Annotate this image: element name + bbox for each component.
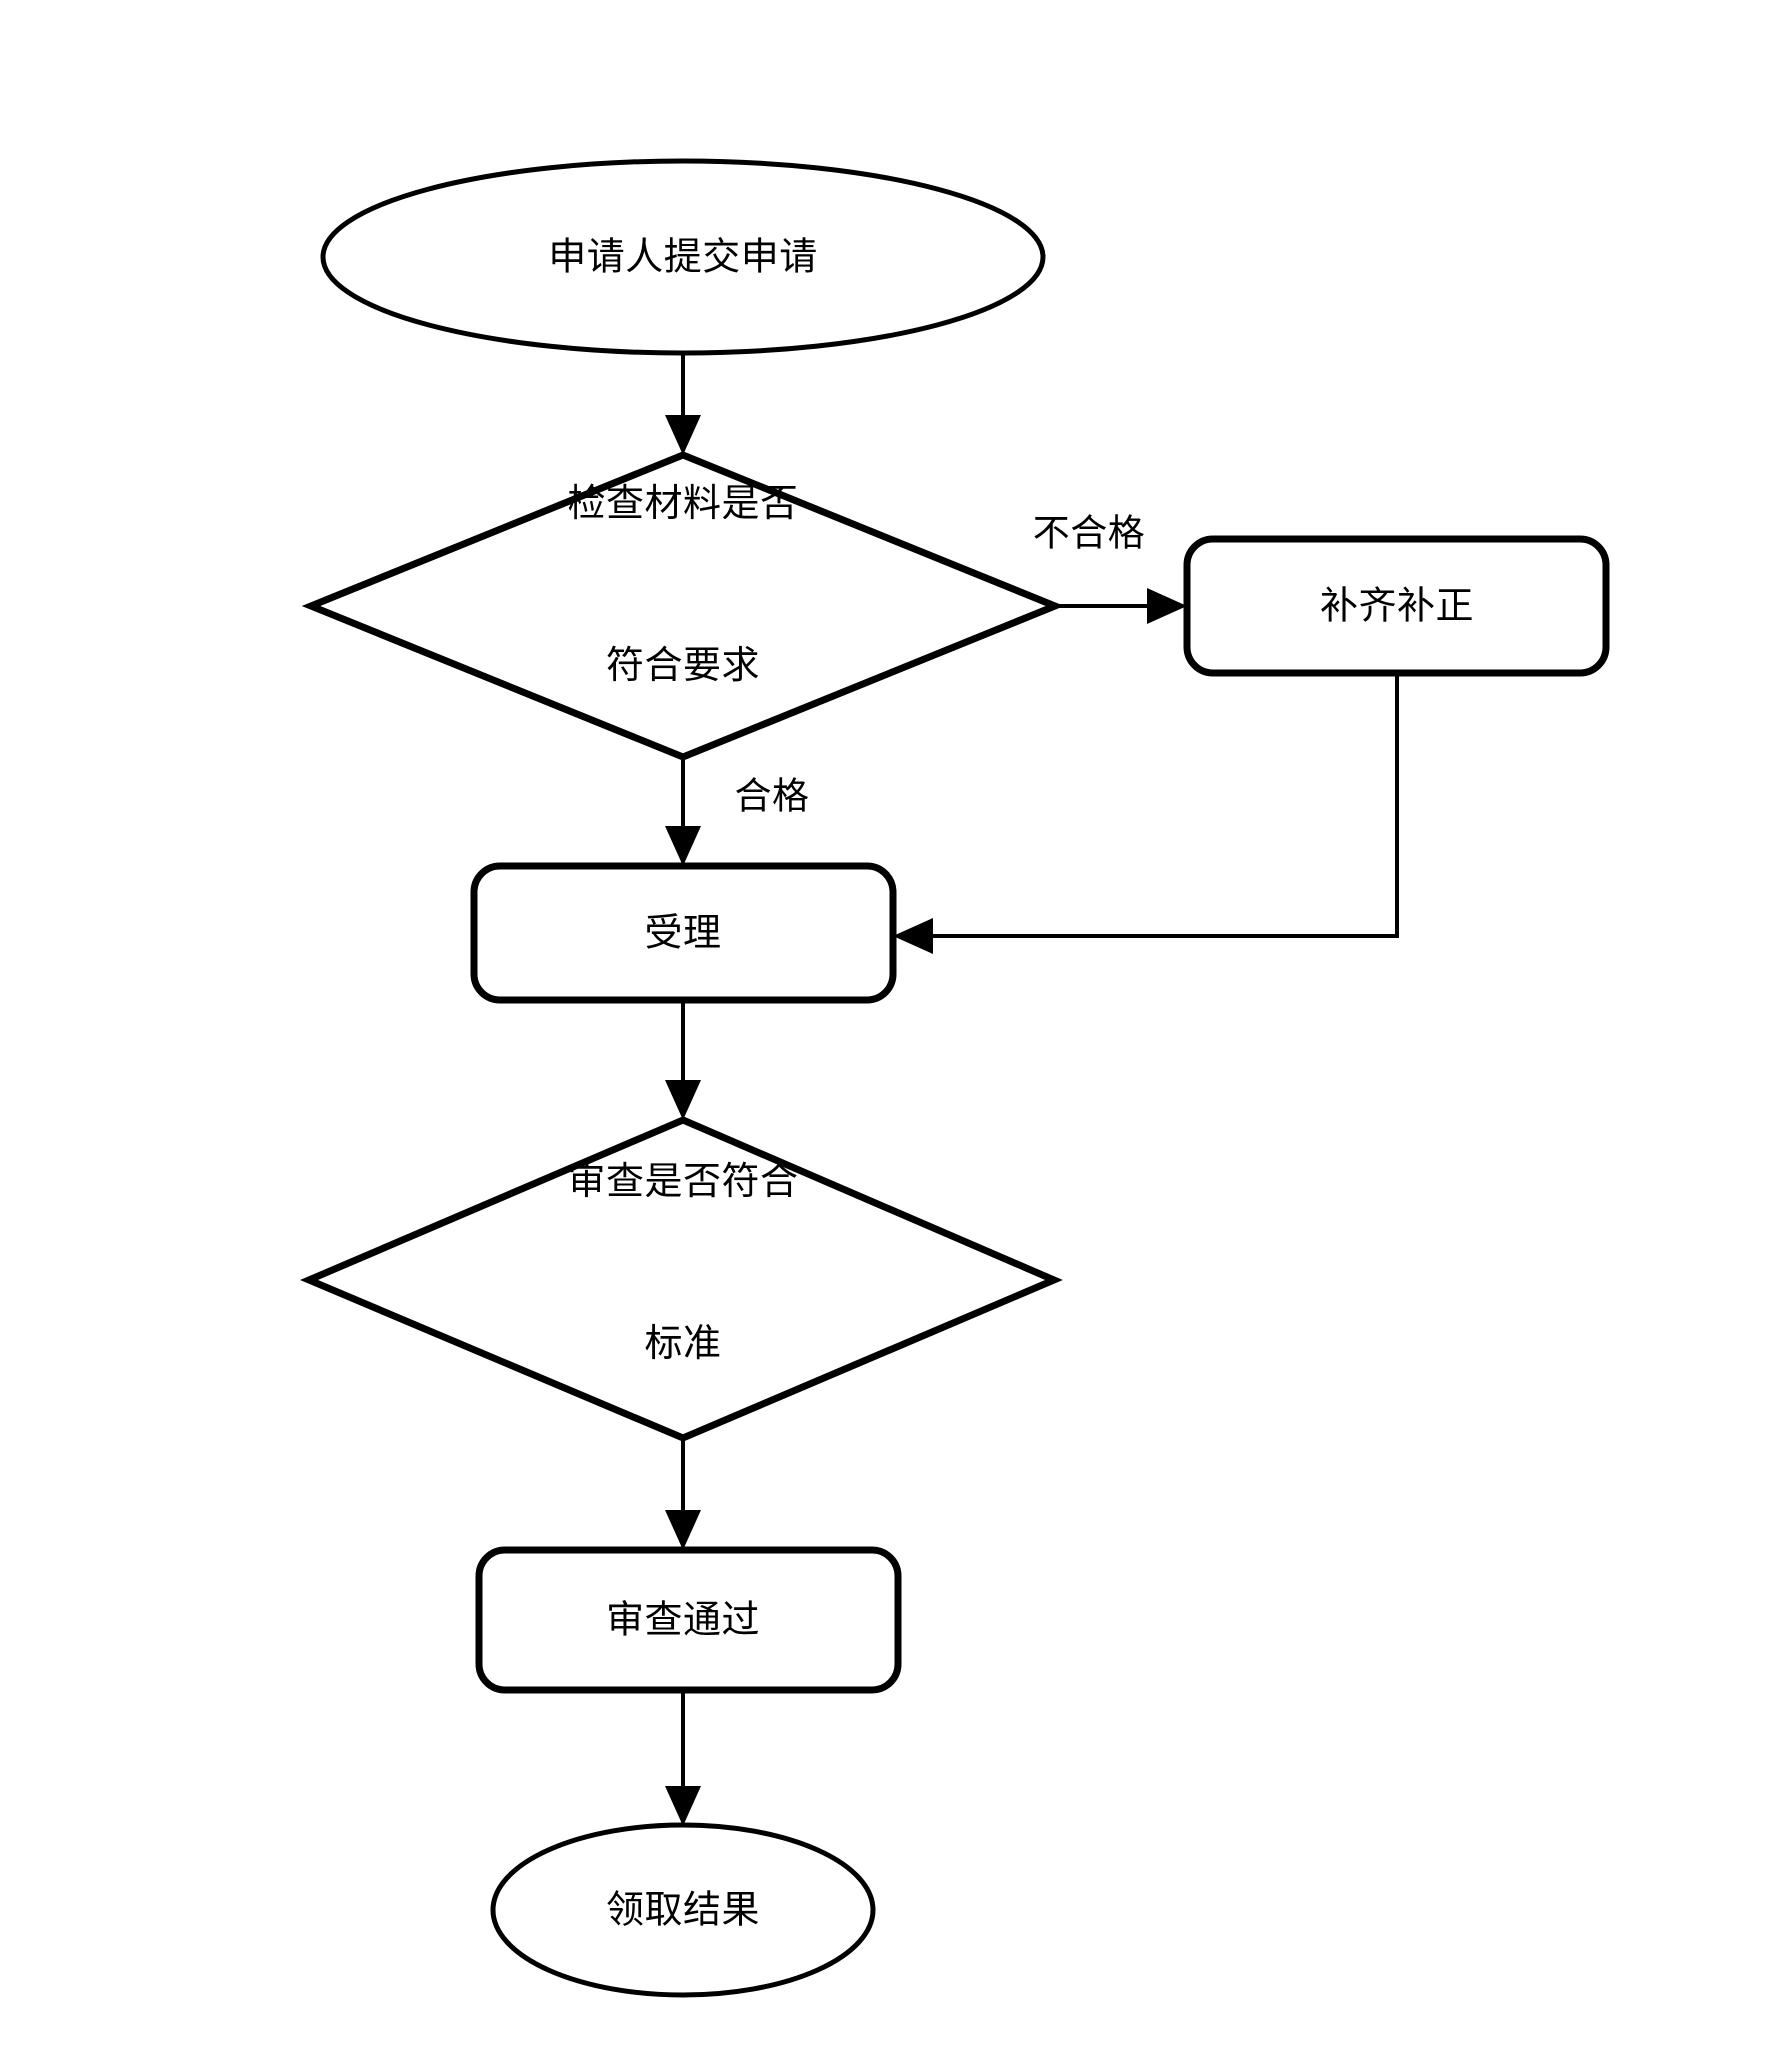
edge-check-to-supplement — [1055, 588, 1187, 624]
node-label-accept: 受理 — [644, 910, 722, 955]
edge-accept-to-review — [665, 1000, 701, 1120]
node-shape-review-passed[interactable] — [475, 1546, 902, 1694]
node-label-check-materials-line2: 符合要求 — [605, 642, 761, 687]
node-label-review-passed: 审查通过 — [605, 1597, 761, 1642]
edge-start-to-check — [665, 353, 701, 455]
node-label-start: 申请人提交申请 — [548, 234, 818, 279]
edge-supplement-to-accept — [893, 673, 1399, 954]
node-label-check-materials-line1: 检查材料是否 — [567, 481, 799, 526]
node-label-collect-result: 领取结果 — [605, 1887, 761, 1932]
node-label-review-standard-line2: 标准 — [644, 1320, 722, 1365]
node-label-review-standard-line1: 审查是否符合 — [567, 1159, 799, 1204]
edge-passed-to-collect — [665, 1690, 701, 1826]
edge-label-not-qualified: 不合格 — [1032, 511, 1146, 555]
node-label-review-standard: 审查是否符合 标准 — [567, 1047, 798, 1479]
edge-review-to-passed — [665, 1438, 701, 1550]
node-label-supplement: 补齐补正 — [1319, 583, 1475, 628]
edge-label-qualified: 合格 — [734, 774, 810, 818]
edge-check-to-accept — [665, 757, 701, 866]
node-label-check-materials: 检查材料是否 符合要求 — [567, 369, 798, 801]
